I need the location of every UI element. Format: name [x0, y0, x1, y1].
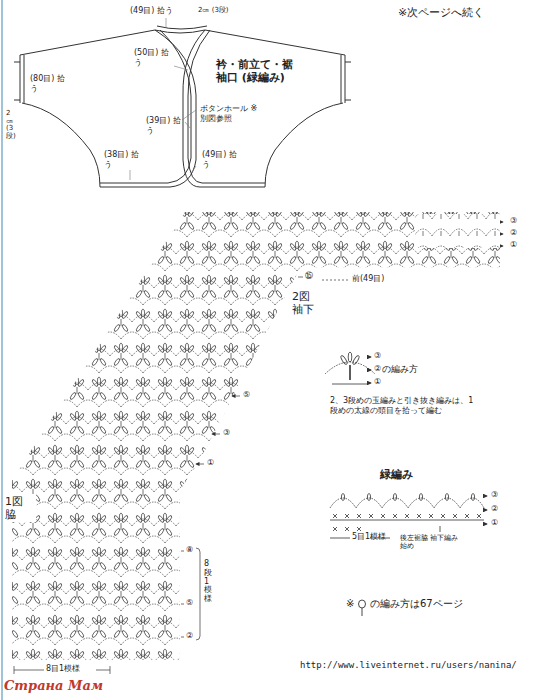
note-label: (49目) 拾う — [202, 150, 238, 169]
row-number: ③ — [510, 216, 517, 226]
note-label: ボタンホール ※別図参照 — [200, 104, 262, 123]
note-label: ※ — [346, 598, 354, 610]
note-label: 2㎝ (3段) — [198, 6, 229, 14]
row-number: ② — [374, 364, 381, 374]
row-number: ② — [491, 504, 498, 514]
vertical-label: 8段1模様 — [204, 560, 212, 604]
heading-label: 緑編み — [380, 468, 413, 481]
note-label: の編み方 — [382, 364, 418, 375]
note-label: 5目1模様 — [352, 532, 386, 542]
row-number: ⑧ — [186, 545, 193, 555]
vertical-label: 2㎝ (3段) — [6, 110, 13, 141]
row-number: ① — [510, 240, 517, 250]
row-number: ⑤ — [243, 390, 250, 400]
note-label: (50目) 拾う — [134, 48, 170, 67]
url-text: http://www.liveinternet.ru/users/nanina/ — [300, 660, 517, 671]
note-label: (80目) 拾う — [30, 74, 66, 93]
note-label: の編み方は67ページ — [370, 598, 463, 610]
note-label: 1図 脇 — [4, 494, 36, 522]
note-label: 前(49目) — [352, 274, 384, 284]
row-number: ③ — [491, 490, 498, 500]
row-number: ② — [186, 631, 193, 641]
note-label: 8目1模様 — [46, 664, 80, 674]
row-number: ① — [491, 518, 498, 528]
note-label: (49目) 拾う — [130, 6, 173, 16]
row-number: ⑤ — [186, 598, 193, 608]
note-label: 後左裾脇 袖下編み始め — [400, 534, 460, 551]
watermark: Страна Мам — [4, 678, 103, 694]
note-label: ※次ページへ続く — [398, 6, 484, 19]
row-number: ① — [374, 377, 381, 387]
row-number: ② — [510, 228, 517, 238]
note-label: 2、3段めの玉編みと引き抜き編みは、1段めの太線の頭目を拾って編む — [330, 396, 480, 415]
note-label: (38目) 拾う — [104, 150, 140, 169]
row-number: ③ — [374, 351, 381, 361]
row-number: ① — [207, 458, 214, 468]
row-number: ③ — [223, 428, 230, 438]
note-label: 2図 袖下 — [292, 290, 322, 316]
row-number: ⑮ — [305, 271, 313, 281]
note-label: (39目) 拾う — [146, 116, 182, 135]
heading-label: 衿・前立て・裾 袖口 (緑編み) — [216, 58, 302, 84]
